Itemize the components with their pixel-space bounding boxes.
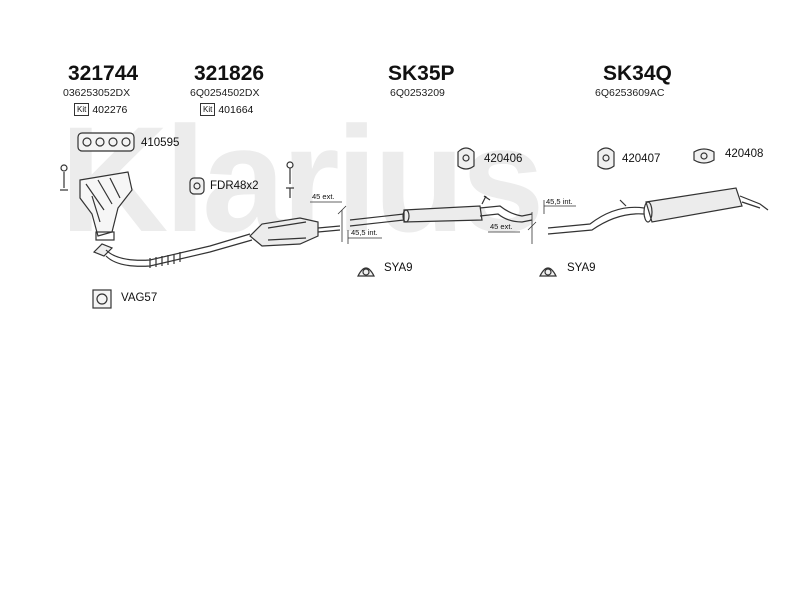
exhaust-manifold-icon: [60, 164, 133, 241]
label-seal: VAG57: [121, 292, 158, 304]
rear-silencer-icon: [547, 187, 769, 235]
oem-number-2: 6Q0254502DX: [190, 87, 260, 99]
clamp-icon-2: [539, 267, 557, 277]
part-code-321826: 321826: [194, 62, 265, 85]
part-code-321744: 321744: [68, 62, 139, 85]
hanger-icon-1: [457, 147, 475, 170]
label-hanger-2: 420407: [622, 153, 661, 165]
dimension-label-1: 45 ext.: [312, 192, 335, 201]
clamp-icon-1: [357, 267, 375, 277]
part-code-sk34q: SK34Q: [603, 62, 672, 85]
hanger-icon-3: [693, 148, 715, 164]
kit-row-2: Kit 401664: [200, 103, 253, 116]
flange-gasket-icon: [189, 177, 205, 195]
oem-number-3: 6Q0253209: [390, 87, 445, 99]
dimension-lines: [310, 200, 576, 244]
label-clamp-2: SYA9: [567, 262, 596, 274]
oem-number-1: 036253052DX: [63, 87, 131, 99]
label-gasket-manifold: 410595: [141, 137, 180, 149]
dimension-label-3: 45,5 int.: [546, 197, 573, 206]
oem-number-4: 6Q6253609AC: [595, 87, 665, 99]
manifold-gasket-icon: [77, 132, 135, 152]
kit-badge: Kit: [74, 103, 90, 116]
label-clamp-1: SYA9: [384, 262, 413, 274]
seal-icon: [92, 289, 112, 309]
kit-number-1: 402276: [92, 103, 128, 116]
hanger-icon-2: [597, 147, 615, 170]
kit-badge: Kit: [200, 103, 216, 116]
lambda-sensor-icon: [286, 161, 294, 198]
label-hanger-1: 420406: [484, 153, 523, 165]
dimension-label-4: 45 ext.: [490, 222, 513, 231]
front-pipe-icon: [92, 233, 253, 268]
kit-row-1: Kit 402276: [74, 103, 127, 116]
catalytic-converter-icon: [249, 217, 341, 247]
kit-number-2: 401664: [218, 103, 254, 116]
dimension-label-2: 45,5 int.: [351, 228, 378, 237]
label-hanger-3: 420408: [725, 148, 764, 160]
label-flange-gasket: FDR48x2: [210, 180, 259, 192]
centre-silencer-icon: [349, 195, 533, 227]
part-code-sk35p: SK35P: [388, 62, 455, 85]
